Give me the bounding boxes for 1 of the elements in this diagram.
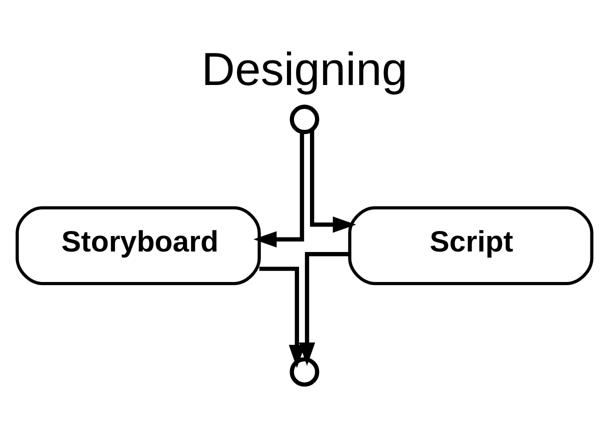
diagram-title: Designing — [202, 42, 408, 94]
